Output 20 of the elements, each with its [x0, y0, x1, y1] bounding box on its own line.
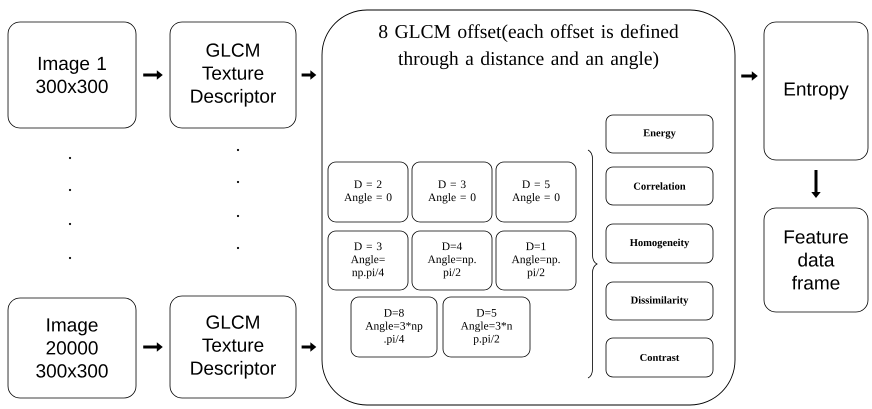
offset-box: D=5 Angle=3*n p.pi/2: [442, 296, 530, 358]
offset-box: D=8 Angle=3*np .pi/4: [350, 296, 438, 358]
process-box: Image 20000 300x300: [8, 298, 136, 398]
offset-box: D=4 Angle=np. pi/2: [412, 230, 492, 290]
process-box: GLCM Texture Descriptor: [170, 296, 296, 398]
feature-box: Contrast: [606, 338, 714, 378]
process-box: Entropy: [764, 22, 868, 160]
offset-box: D = 3 Angle= np.pi/4: [328, 230, 408, 290]
offset-box: D=1 Angle=np. pi/2: [496, 230, 576, 290]
feature-box: Correlation: [606, 166, 714, 206]
process-box: Image 1 300x300: [8, 22, 136, 128]
group-title: 8 GLCM offset(each offset is defined through a distance and an angle): [379, 24, 678, 70]
process-box: Feature data frame: [764, 208, 868, 312]
feature-box: Dissimilarity: [606, 282, 714, 320]
offset-box: D = 2 Angle = 0: [328, 162, 408, 222]
offset-box: D = 5 Angle = 0: [496, 162, 576, 222]
offset-box: D = 3 Angle = 0: [412, 162, 492, 222]
feature-box: Energy: [606, 114, 714, 154]
feature-box: Homogeneity: [606, 224, 714, 264]
process-box: GLCM Texture Descriptor: [170, 22, 296, 128]
